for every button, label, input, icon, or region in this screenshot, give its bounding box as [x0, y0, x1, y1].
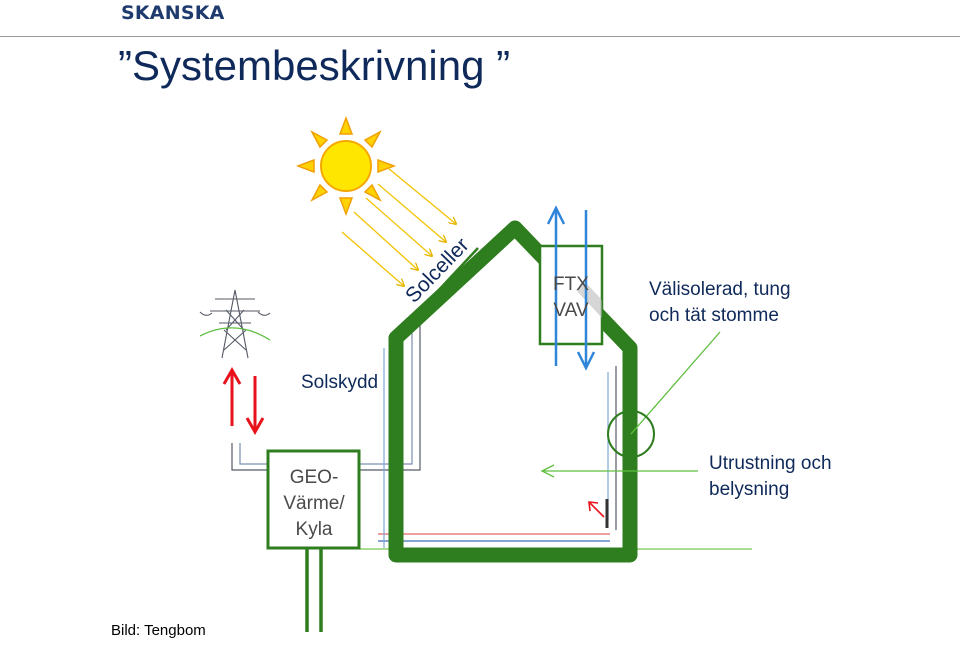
- geo-label-line2: Värme/: [283, 493, 345, 514]
- header-divider: [0, 36, 960, 37]
- page-title: ”Systembeskrivning ”: [118, 42, 511, 89]
- geo-label-line1: GEO-: [290, 467, 339, 488]
- geo-connection-lines: [360, 320, 421, 471]
- grid-exchange-arrows: [222, 366, 265, 436]
- image-credit: Bild: Tengbom: [111, 622, 206, 639]
- solskydd-label: Solskydd: [301, 372, 378, 393]
- equipment-label-line2: belysning: [709, 479, 789, 500]
- ftx-airflow-arrows: [546, 205, 596, 371]
- wall-detail-circle: [607, 410, 655, 458]
- grid-connection-lines: [231, 443, 268, 471]
- ftx-label-line2: VAV: [553, 300, 589, 321]
- inner-air-lines: [383, 348, 617, 548]
- floor-heating-lines: [378, 533, 610, 542]
- borehole-pipes: [305, 548, 323, 632]
- equipment-label-line1: Utrustning och: [709, 453, 832, 474]
- power-pylon-icon: [199, 289, 271, 359]
- sun-rays: [341, 167, 456, 286]
- interior-fixture: [588, 499, 609, 528]
- geo-unit-box: [266, 449, 361, 550]
- skanska-logo: SKANSKA: [121, 2, 225, 24]
- geo-label-line3: Kyla: [296, 519, 333, 540]
- sun-icon: [295, 115, 397, 217]
- ftx-label-line1: FTX: [553, 274, 589, 295]
- ftx-roof-shadow: [576, 282, 602, 318]
- insulation-label-line1: Välisolerad, tung: [649, 279, 791, 300]
- insulation-label-line2: och tät stomme: [649, 305, 779, 326]
- insulation-pointer: [630, 331, 721, 435]
